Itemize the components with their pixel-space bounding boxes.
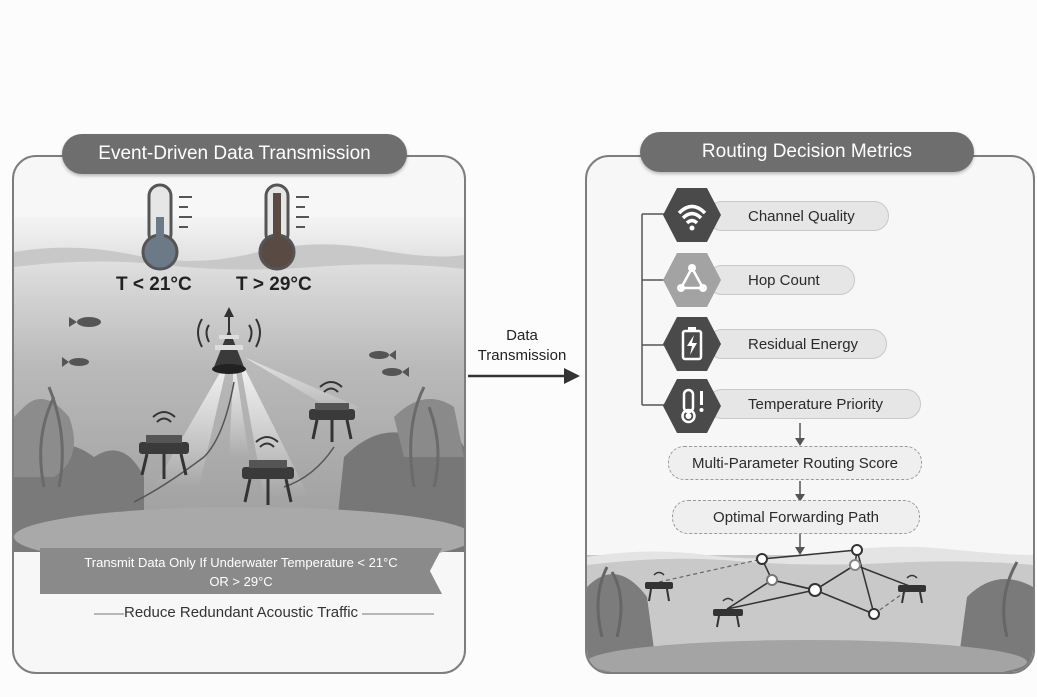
sensor-nodes — [46, 307, 434, 615]
low-temp-label: T < 21°C — [116, 274, 192, 295]
network-graph — [658, 544, 913, 620]
right-panel-title: Routing Decision Metrics — [640, 132, 974, 172]
thermometer-icons — [141, 183, 309, 271]
transmit-condition-banner: Transmit Data Only If Underwater Tempera… — [40, 548, 442, 594]
metric-label: Residual Energy — [748, 335, 859, 353]
metric-temperature-priority: Temperature Priority — [707, 389, 921, 419]
banner-line-1: Transmit Data Only If Underwater Tempera… — [84, 555, 398, 570]
sensor-node-icon — [309, 381, 355, 442]
arrow-label: Data Transmission — [470, 326, 574, 366]
sensor-node-icon — [898, 574, 926, 604]
metric-hop-count: Hop Count — [707, 265, 855, 295]
thermometer-low-icon — [141, 183, 192, 271]
metric-label: Channel Quality — [748, 207, 855, 225]
metric-channel-quality: Channel Quality — [707, 201, 889, 231]
event-driven-panel — [12, 155, 466, 674]
network-triangle-icon — [663, 253, 721, 307]
wifi-icon — [663, 188, 721, 242]
arrow-label-line-1: Data — [506, 327, 538, 344]
sensor-node-icon — [242, 436, 294, 505]
optimal-path-box: Optimal Forwarding Path — [672, 500, 920, 534]
routing-score-box: Multi-Parameter Routing Score — [668, 446, 922, 480]
metric-residual-energy: Residual Energy — [707, 329, 887, 359]
sensor-node-icon — [713, 597, 743, 628]
routing-flow-lines — [587, 213, 1033, 672]
metric-label: Hop Count — [748, 271, 820, 289]
battery-icon — [663, 317, 721, 371]
surface-buoy-icon — [197, 307, 261, 374]
metric-label: Temperature Priority — [748, 395, 884, 413]
thermometer-alert-icon — [663, 379, 721, 433]
footer-note: Reduce Redundant Acoustic Traffic — [124, 604, 359, 621]
banner-line-2: OR > 29°C — [209, 574, 273, 589]
thermometer-high-icon — [258, 183, 309, 271]
high-temp-label: T > 29°C — [236, 274, 312, 295]
sensor-node-icon — [645, 571, 673, 602]
arrow-label-line-2: Transmission — [477, 347, 567, 364]
left-panel-title: Event-Driven Data Transmission — [62, 134, 407, 174]
data-transmission-arrow — [468, 368, 580, 384]
sensor-node-icon — [139, 411, 189, 479]
